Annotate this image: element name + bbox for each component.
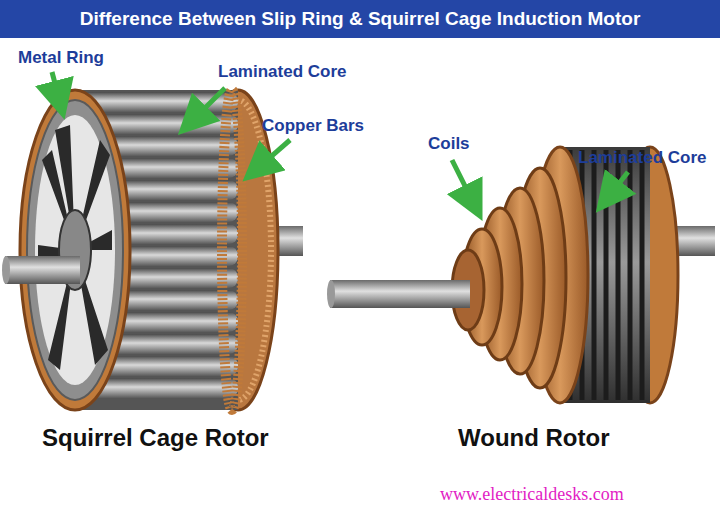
shaft	[330, 280, 470, 308]
leader-arrow	[602, 172, 628, 205]
shaft-end	[327, 280, 335, 308]
shaft	[5, 256, 80, 284]
leader-arrow	[52, 72, 62, 110]
rotor-caption: Wound Rotor	[458, 424, 610, 452]
leader-arrow	[185, 88, 225, 128]
watermark: www.electricaldesks.com	[440, 484, 624, 505]
part-label: Laminated Core	[218, 62, 346, 82]
part-label: Metal Ring	[18, 48, 104, 68]
metal-ring	[27, 100, 123, 400]
leader-arrows	[52, 72, 628, 212]
leader-arrow	[452, 160, 478, 212]
wound-rotor	[327, 147, 715, 403]
part-label: Copper Bars	[262, 116, 364, 136]
spokes	[38, 125, 112, 370]
rotor-caption: Squirrel Cage Rotor	[42, 424, 269, 452]
part-label: Laminated Core	[578, 148, 706, 168]
end-face	[35, 115, 115, 385]
squirrel-cage-rotor	[2, 90, 303, 410]
part-label: Coils	[428, 134, 470, 154]
copper-rim	[20, 90, 130, 410]
leader-arrow	[250, 140, 290, 175]
shaft-end	[2, 256, 10, 284]
title-banner: Difference Between Slip Ring & Squirrel …	[0, 0, 720, 38]
copper-rim	[222, 90, 242, 410]
